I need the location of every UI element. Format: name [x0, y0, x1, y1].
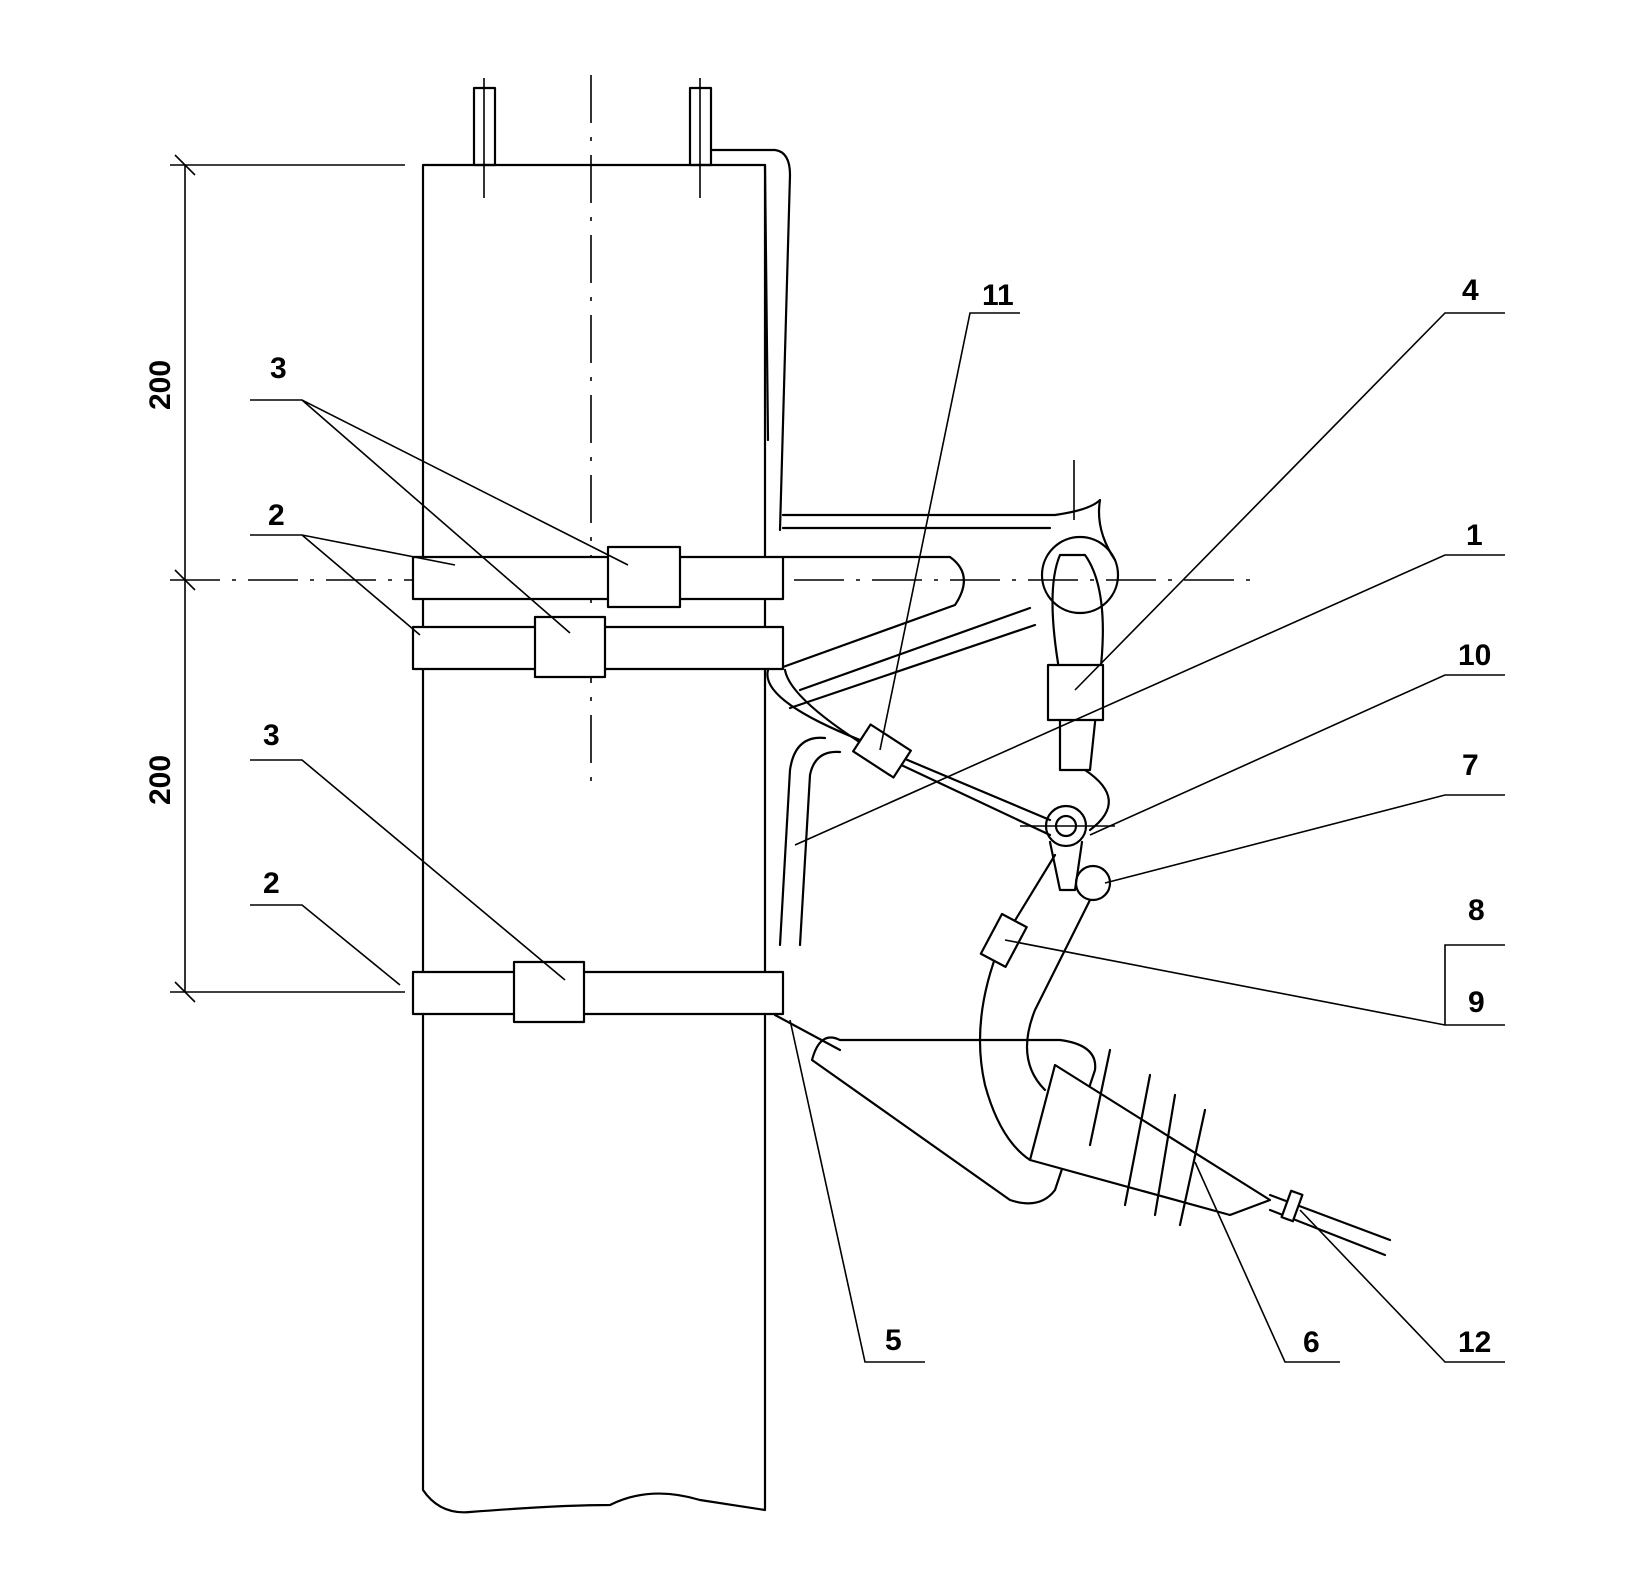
cable: [766, 668, 1052, 947]
callout-11: 11: [982, 279, 1014, 312]
callout-12: 12: [1458, 1326, 1491, 1359]
dimension-upper: 200: [144, 360, 177, 410]
leader-lines: [250, 312, 1505, 1363]
callout-8: 8: [1468, 894, 1485, 927]
callout-5: 5: [885, 1324, 902, 1357]
callout-4: 4: [1462, 274, 1479, 307]
callout-2-lower: 2: [263, 867, 280, 900]
straps: [411, 545, 785, 1024]
callout-9: 9: [1468, 986, 1485, 1019]
callout-6: 6: [1303, 1326, 1320, 1359]
callout-1: 1: [1466, 519, 1483, 552]
callout-10: 10: [1458, 639, 1491, 672]
dimension-lines: 200 200: [144, 154, 1260, 1003]
bracket-hook: [781, 460, 1120, 902]
callout-3-lower: 3: [263, 719, 280, 752]
callout-2-upper: 2: [268, 499, 285, 532]
dimension-lower: 200: [144, 755, 177, 805]
callout-7: 7: [1462, 749, 1479, 782]
callout-3-upper: 3: [270, 352, 287, 385]
pole: [421, 75, 767, 1514]
callout-labels: 3 2 3 2 11 4 1 10 7 8 9 5 6 12: [263, 274, 1491, 1359]
tension-clamp: [773, 853, 1392, 1257]
top-bolts: [472, 78, 792, 532]
